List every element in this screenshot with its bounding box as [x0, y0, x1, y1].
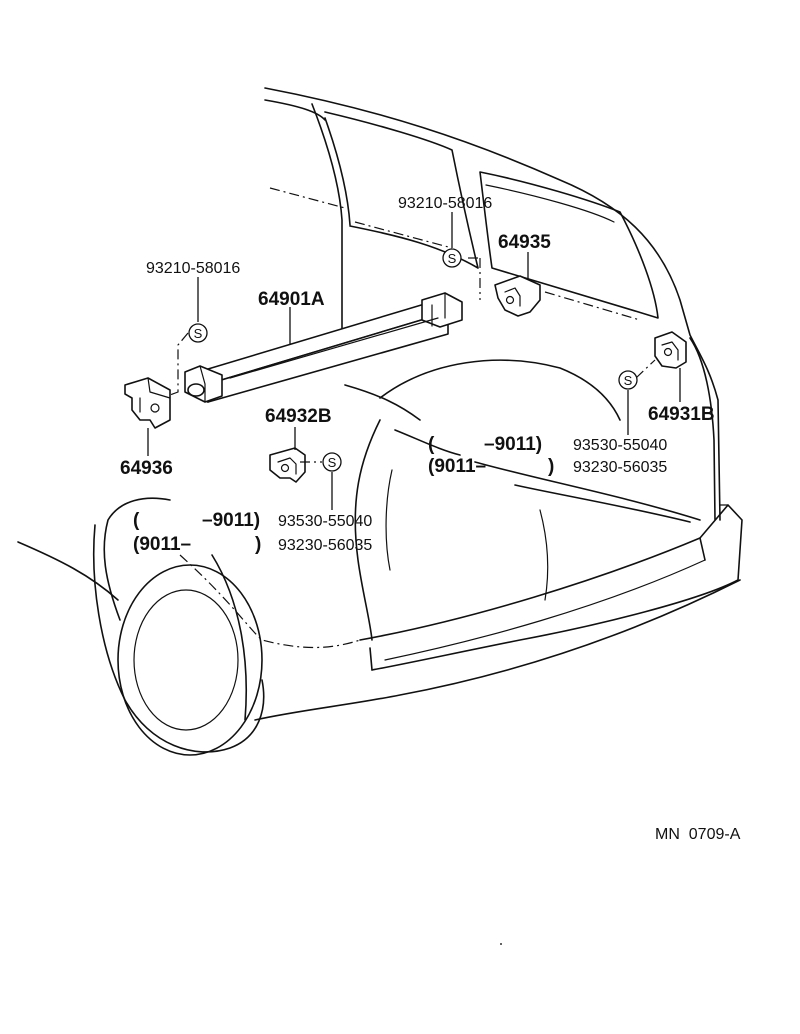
center-part-b: 93230-56035 [278, 537, 372, 554]
left-bracket-part [124, 377, 171, 429]
center-range-line1: –9011) [202, 510, 260, 531]
standard-part-symbol-upper: S [442, 248, 462, 268]
speck-mark [500, 943, 502, 945]
right-range-line2-close: ) [548, 456, 554, 477]
center-range-line2-close: ) [255, 534, 261, 555]
vehicle-body-outline [17, 87, 743, 756]
cover-roller-part [184, 292, 463, 403]
upper-bracket-part [468, 257, 541, 317]
right-range-block: ( –9011) (9011– ) 93530-55040 93230-5603… [428, 434, 667, 477]
label-upper-bracket: 64935 [498, 232, 551, 253]
label-left-screw: 93210-58016 [146, 260, 240, 277]
right-range-line1-open: ( [428, 434, 435, 455]
label-center-bracket: 64932B [265, 406, 332, 427]
diagram-code: MN 0709-A [655, 826, 741, 843]
label-left-bracket: 64936 [120, 458, 173, 479]
svg-text:S: S [328, 455, 337, 470]
center-part-a: 93530-55040 [278, 513, 372, 530]
right-part-a: 93530-55040 [573, 437, 667, 454]
label-cover-roller: 64901A [258, 289, 325, 310]
svg-text:S: S [194, 326, 203, 341]
right-part-b: 93230-56035 [573, 459, 667, 476]
svg-text:S: S [624, 373, 633, 388]
standard-part-symbol-left: S [188, 323, 208, 343]
label-upper-screw: 93210-58016 [398, 195, 492, 212]
svg-text:S: S [448, 251, 457, 266]
center-range-line1-open: ( [133, 510, 140, 531]
center-bracket-part [269, 447, 322, 483]
right-bracket-part [635, 331, 687, 379]
center-range-line2: (9011– [133, 534, 191, 555]
right-range-line2: (9011– [428, 456, 486, 477]
standard-part-symbol-center: S [322, 452, 342, 472]
center-range-block: ( –9011) (9011– ) 93530-55040 93230-5603… [133, 510, 372, 555]
right-range-line1: –9011) [484, 434, 542, 455]
leader-lines [147, 212, 681, 510]
standard-part-symbol-right: S [618, 370, 638, 390]
label-right-bracket: 64931B [648, 404, 715, 425]
